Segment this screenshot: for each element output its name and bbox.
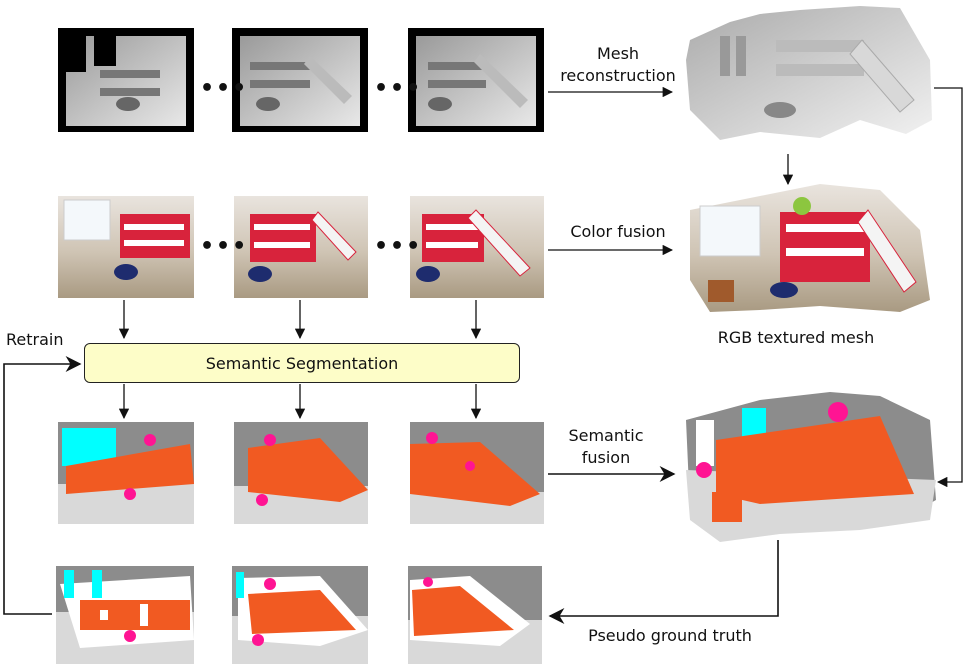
label-rgb-textured-mesh: RGB textured mesh bbox=[717, 328, 875, 347]
arrow-pseudo-ground-truth bbox=[548, 540, 779, 624]
arrow-retrain bbox=[3, 356, 82, 615]
rgb-frame-1 bbox=[58, 196, 194, 298]
semantic-segmentation-label: Semantic Segmentation bbox=[205, 353, 399, 373]
pseudo-gt-frame-3 bbox=[408, 566, 542, 664]
segmentation-frame-3 bbox=[410, 422, 544, 524]
ellipsis-rgb-1: ••• bbox=[200, 234, 249, 259]
rgb-textured-mesh bbox=[690, 184, 930, 312]
arrows-rgb-to-segmentation bbox=[118, 300, 482, 340]
label-color-fusion: Color fusion bbox=[570, 222, 666, 241]
depth-frame-1 bbox=[58, 28, 194, 132]
rgb-frame-3 bbox=[410, 196, 544, 298]
pseudo-gt-frame-1 bbox=[56, 566, 194, 664]
arrows-segmentation-to-frames bbox=[118, 384, 482, 420]
ellipsis-rgb-2: ••• bbox=[374, 234, 423, 259]
label-semantic: Semantic bbox=[568, 426, 644, 445]
depth-frame-3 bbox=[408, 28, 544, 132]
reconstructed-mesh bbox=[686, 6, 932, 140]
label-reconstruction: reconstruction bbox=[560, 66, 676, 85]
rgb-frame-2 bbox=[234, 196, 368, 298]
label-retrain: Retrain bbox=[6, 330, 64, 349]
depth-frame-2 bbox=[232, 28, 368, 132]
label-fusion: fusion bbox=[581, 448, 631, 467]
segmentation-frame-2 bbox=[234, 422, 368, 524]
pseudo-gt-frame-2 bbox=[232, 566, 368, 664]
semantic-mesh bbox=[686, 392, 936, 542]
label-pseudo-ground-truth: Pseudo ground truth bbox=[588, 626, 752, 645]
ellipsis-depth-2: ••• bbox=[374, 76, 423, 101]
semantic-segmentation-box: Semantic Segmentation bbox=[84, 343, 520, 383]
segmentation-frame-1 bbox=[58, 422, 194, 524]
ellipsis-depth-1: ••• bbox=[200, 76, 249, 101]
label-mesh: Mesh bbox=[596, 44, 640, 63]
arrow-mesh-to-semantic-mesh bbox=[934, 87, 963, 488]
